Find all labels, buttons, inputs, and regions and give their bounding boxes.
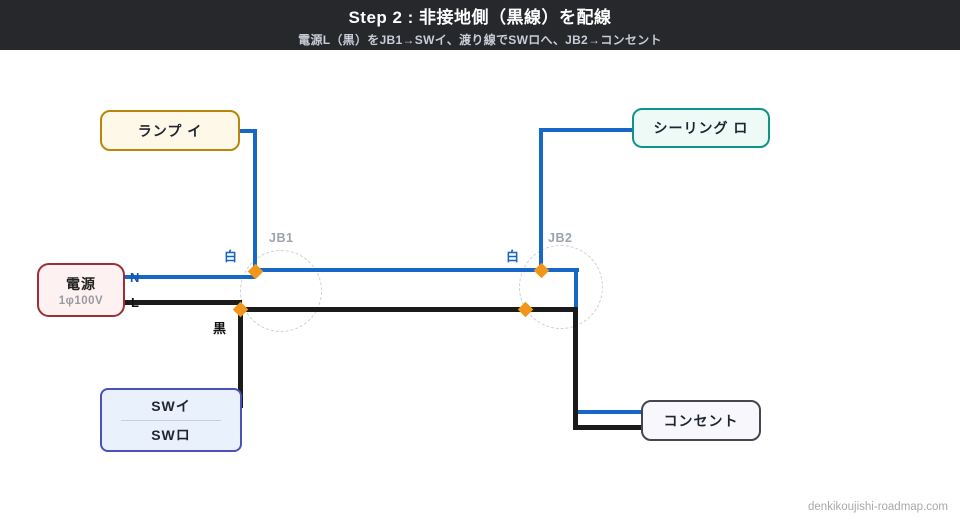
node-ceiling: シーリング ロ — [632, 108, 770, 148]
wire-white-lamp-horizontal — [240, 129, 257, 133]
jb2-label: JB2 — [548, 231, 573, 245]
node-outlet-label: コンセント — [663, 412, 739, 429]
node-switch: SWイ SWロ — [100, 388, 242, 452]
wire-black-trunk-jb1-jb2 — [238, 307, 578, 312]
site-watermark: denkikoujishi-roadmap.com — [808, 501, 948, 513]
wire-white-power-n — [125, 275, 255, 279]
node-switch-row-i: SWイ — [151, 397, 191, 414]
wire-black-jb2-outlet-vertical — [573, 307, 578, 430]
node-power-voltage: 1φ100V — [58, 294, 104, 307]
page-title: Step 2 : 非接地側（黒線）を配線 — [348, 7, 612, 27]
jb1-label: JB1 — [269, 231, 294, 245]
header-bar: Step 2 : 非接地側（黒線）を配線 電源L（黒）をJB1→SWイ、渡り線で… — [0, 0, 960, 50]
wire-white-ceiling-horizontal — [539, 128, 632, 132]
white-wire-label-jb2: 白 — [506, 249, 520, 264]
jb1-circle — [240, 250, 322, 332]
node-power-label: 電源 — [66, 275, 96, 292]
black-wire-label-jb1: 黒 — [213, 321, 227, 336]
wire-white-lamp-vertical — [253, 129, 257, 271]
node-lamp: ランプ イ — [100, 110, 240, 151]
node-outlet: コンセント — [641, 400, 761, 441]
power-l-terminal-label: L — [131, 295, 139, 310]
node-power: 電源 1φ100V — [37, 263, 125, 317]
node-ceiling-label: シーリング ロ — [653, 120, 749, 136]
wire-black-power-l — [125, 300, 242, 305]
jb2-circle — [519, 245, 603, 329]
switch-row-divider — [121, 419, 221, 421]
white-wire-label-jb1: 白 — [224, 249, 238, 264]
node-lamp-label: ランプ イ — [137, 122, 203, 139]
power-n-terminal-label: N — [130, 270, 140, 285]
wire-black-jb2-outlet-horizontal — [573, 425, 641, 430]
node-switch-row-ro: SWロ — [151, 426, 191, 443]
wire-white-ceiling-vertical — [539, 128, 543, 270]
wire-black-jb1-sw-vertical — [238, 307, 243, 408]
wire-white-trunk-jb1-jb2 — [253, 268, 579, 272]
wire-white-jb2-outlet-horizontal — [574, 410, 641, 414]
page-subtitle: 電源L（黒）をJB1→SWイ、渡り線でSWロへ、JB2→コンセント — [298, 32, 662, 47]
